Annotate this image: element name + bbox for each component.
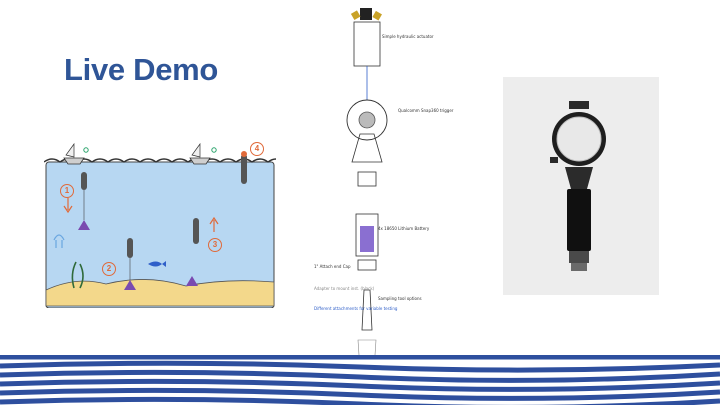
boat-middle-icon [189, 142, 217, 165]
step-label-3: 3 [208, 238, 222, 252]
slide-title: Live Demo [64, 52, 219, 87]
sketch-note-actuator: Simple hydraulic actuator [382, 34, 434, 39]
battery-pack-icon [360, 226, 374, 252]
sketch-note-trigger: Qualcomm Snap360 trigger [398, 108, 454, 113]
float-device-4-icon [241, 151, 247, 184]
device-render-image [503, 77, 659, 295]
attachment-tool [361, 289, 373, 331]
sketch-note-attachments: Different attachments for variable testi… [314, 306, 398, 311]
device-handle [567, 189, 591, 251]
step-label-4: 4 [250, 142, 264, 156]
float-device-3-icon [186, 218, 199, 286]
hydraulic-actuator [353, 21, 381, 67]
float-device-1-icon [78, 172, 90, 230]
ocean-scene-illustration: 1 2 3 4 [43, 140, 285, 309]
sketch-note-adapter: Adapter to mount inst. (black) [314, 286, 375, 291]
ocean-scene-svg [43, 142, 285, 309]
device-sketch: Simple hydraulic actuator Qualcomm Snap3… [312, 0, 453, 377]
actuator-lights-icon [350, 8, 382, 21]
decorative-wave-footer [0, 354, 720, 410]
boat-left-icon [63, 142, 89, 165]
sand-area [45, 279, 275, 307]
device-sketch-svg [346, 8, 388, 371]
step-label-2: 2 [102, 262, 116, 276]
end-cap [357, 171, 377, 187]
seaweed-icon [71, 261, 84, 289]
sketch-note-sampling: Sampling tool options [378, 296, 422, 301]
sketch-note-battery: 4x 18650 Lithium Battery [378, 226, 430, 231]
jellyfish-icon [53, 234, 65, 248]
camera-housing-icon [346, 99, 388, 141]
step-label-1: 1 [60, 184, 74, 198]
float-device-2-icon [124, 238, 136, 290]
arrow-down-icon [63, 198, 73, 214]
sketch-note-end-cap: 1" Attach end Cap [314, 264, 351, 269]
fish-icon [148, 261, 166, 267]
arrow-up-icon [209, 216, 219, 232]
wave-footer-svg [0, 354, 720, 410]
device-render-svg [503, 77, 659, 295]
